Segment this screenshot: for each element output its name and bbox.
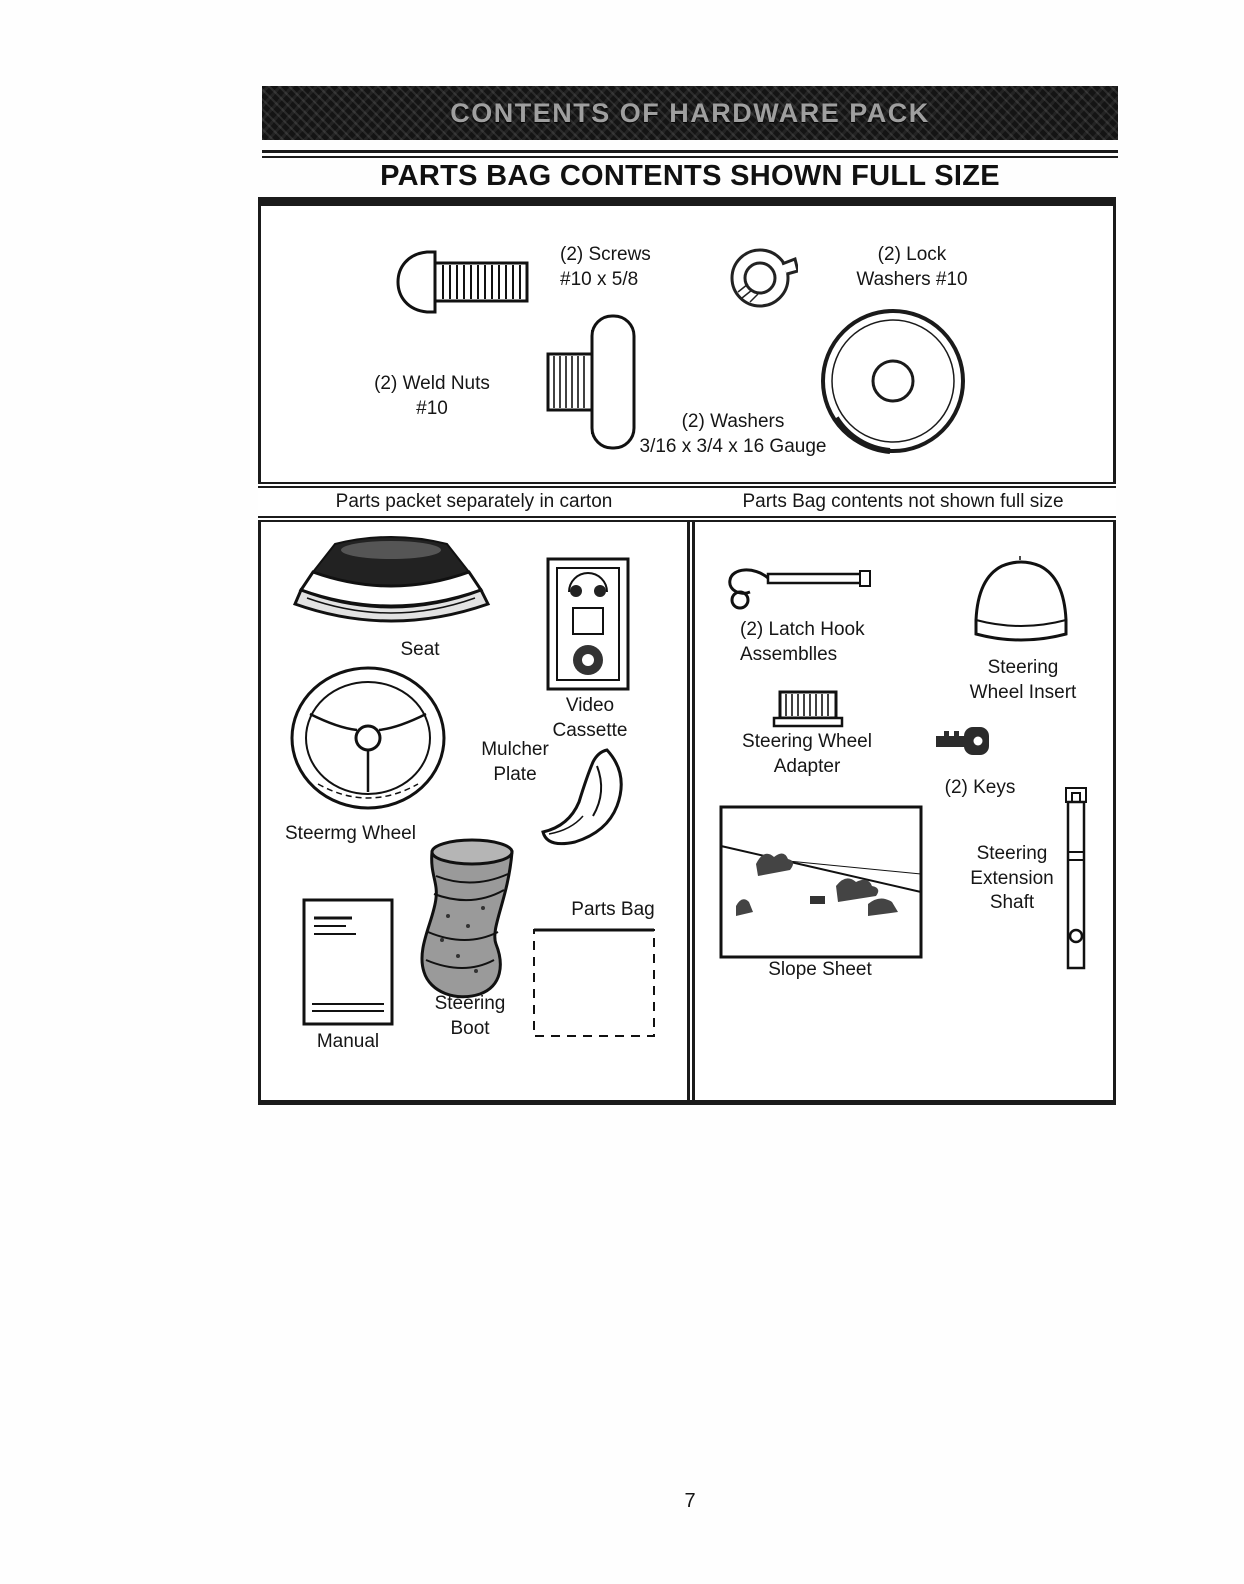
bag-section-header: Parts Bag contents not shown full size bbox=[742, 491, 1064, 512]
steering-wheel-insert-illustration bbox=[962, 556, 1080, 657]
latch-hook-illustration bbox=[724, 562, 876, 619]
latch-hook-icon bbox=[728, 568, 871, 610]
latch-hook-label: (2) Latch Hook Assemblles bbox=[740, 619, 865, 665]
column-divider bbox=[687, 522, 695, 1105]
slope-sheet-illustration bbox=[718, 804, 924, 965]
steering-wheel-insert-icon bbox=[974, 556, 1068, 642]
weld-nut-illustration bbox=[538, 312, 638, 457]
screw-illustration bbox=[393, 246, 533, 323]
weld-nuts-label: (2) Weld Nuts #10 bbox=[374, 373, 490, 419]
slope-sheet-icon bbox=[719, 805, 923, 959]
steering-extension-shaft-illustration bbox=[1060, 784, 1092, 981]
keys-icon bbox=[936, 727, 989, 755]
lock-washer-icon bbox=[730, 248, 800, 308]
seat-illustration bbox=[283, 528, 498, 645]
steering-boot-label: Steering Boot bbox=[434, 993, 506, 1039]
lock-washers-label: (2) Lock Washers #10 bbox=[856, 244, 968, 290]
steering-wheel-icon bbox=[290, 666, 446, 810]
parts-bag-illustration bbox=[528, 924, 660, 1047]
mulcher-plate-label: Mulcher Plate bbox=[481, 739, 549, 785]
seat-label: Seat bbox=[400, 639, 440, 660]
video-cassette-illustration bbox=[545, 556, 631, 697]
page-number: 7 bbox=[684, 1490, 696, 1512]
video-cassette-label: Video Cassette bbox=[552, 695, 628, 741]
parts-bag-icon bbox=[533, 928, 655, 1037]
video-cassette-icon bbox=[546, 557, 630, 691]
section-header-band: Parts packet separately in carton Parts … bbox=[258, 482, 1116, 522]
steering-wheel-insert-label: Steering Wheel Insert bbox=[969, 657, 1077, 703]
screw-icon bbox=[396, 250, 529, 314]
washer-icon bbox=[821, 309, 965, 454]
weld-nut-icon bbox=[546, 314, 636, 450]
washer-illustration bbox=[818, 306, 968, 461]
manual-icon bbox=[302, 898, 394, 1026]
hardware-pack-banner: CONTENTS OF HARDWARE PACK bbox=[262, 86, 1118, 140]
lock-washer-illustration bbox=[726, 246, 800, 315]
keys-label: (2) Keys bbox=[944, 777, 1016, 798]
page-title: PARTS BAG CONTENTS SHOWN FULL SIZE bbox=[380, 160, 1000, 192]
screws-label: (2) Screws #10 x 5/8 bbox=[560, 244, 651, 290]
carton-section-header: Parts packet separately in carton bbox=[335, 491, 613, 512]
manual-label: Manual bbox=[316, 1031, 380, 1052]
steering-extension-shaft-label: Steering Extension Shaft bbox=[970, 843, 1054, 914]
steering-boot-icon bbox=[420, 838, 514, 999]
manual-illustration bbox=[300, 896, 396, 1033]
steering-extension-shaft-icon bbox=[1065, 787, 1087, 970]
steering-boot-illustration bbox=[408, 836, 526, 1009]
banner-divider bbox=[262, 150, 1118, 158]
seat-icon bbox=[292, 536, 491, 623]
washers-label: (2) Washers 3/16 x 3/4 x 16 Gauge bbox=[639, 411, 827, 457]
mulcher-plate-icon bbox=[541, 748, 623, 846]
parts-bag-label: Parts Bag bbox=[571, 899, 655, 920]
keys-illustration bbox=[932, 720, 994, 767]
steering-wheel-adapter-illustration bbox=[770, 684, 848, 737]
mulcher-plate-illustration bbox=[535, 744, 631, 855]
banner-title: CONTENTS OF HARDWARE PACK bbox=[450, 97, 930, 128]
steering-wheel-adapter-icon bbox=[772, 690, 844, 728]
steering-wheel-illustration bbox=[288, 666, 448, 821]
slope-sheet-label: Slope Sheet bbox=[768, 959, 872, 980]
steering-wheel-label: Steermg Wheel bbox=[285, 823, 416, 844]
steering-wheel-adapter-label: Steering Wheel Adapter bbox=[742, 731, 872, 777]
